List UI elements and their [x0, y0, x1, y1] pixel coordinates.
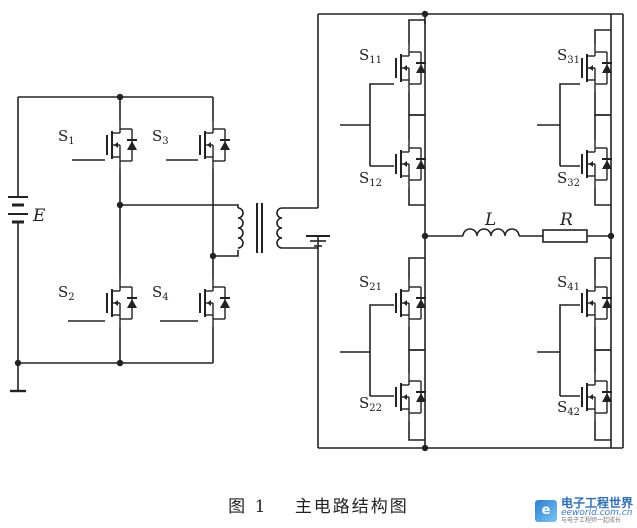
switch-s41 [581, 278, 613, 328]
source-label: E [32, 206, 46, 226]
label-s22: S22 [359, 394, 382, 414]
label-s32: S32 [557, 169, 580, 189]
switch-s4 [199, 278, 231, 328]
switch-s1 [106, 120, 138, 170]
watermark-title: 电子工程世界 [560, 496, 633, 510]
label-s2: S2 [58, 283, 75, 303]
switch-s21 [395, 278, 427, 328]
label-s3: S3 [152, 127, 169, 147]
label-s42: S42 [557, 398, 580, 418]
figure-caption: 图 1 主电路结构图 [0, 492, 637, 517]
switch-s42 [581, 372, 613, 422]
switch-s11 [395, 43, 427, 93]
figure-number: 图 1 [228, 497, 268, 517]
label-s41: S41 [557, 273, 580, 293]
junction-dots [14, 10, 615, 452]
figure-title: 主电路结构图 [294, 497, 409, 517]
inductor-label: L [484, 210, 496, 230]
switch-s31 [581, 43, 613, 93]
label-s4: S4 [152, 283, 169, 303]
eeworld-logo-icon: e [534, 499, 557, 522]
resistor-label: R [559, 210, 573, 230]
label-s21: S21 [359, 273, 382, 293]
label-s11: S11 [359, 46, 382, 66]
switch-s3 [199, 120, 231, 170]
label-s12: S12 [359, 169, 382, 189]
watermark: e 电子工程世界 eeworld.com.cn 与电子工程师一起成长 [534, 496, 633, 524]
switch-s2 [106, 278, 138, 328]
label-s1: S1 [58, 127, 75, 147]
watermark-url: eeworld.com.cn [560, 508, 633, 518]
label-s31: S31 [557, 46, 580, 66]
switch-s22 [395, 372, 427, 422]
switch-s32 [581, 139, 613, 189]
switch-s12 [395, 139, 427, 189]
watermark-subtitle: 与电子工程师一起成长 [560, 517, 621, 524]
